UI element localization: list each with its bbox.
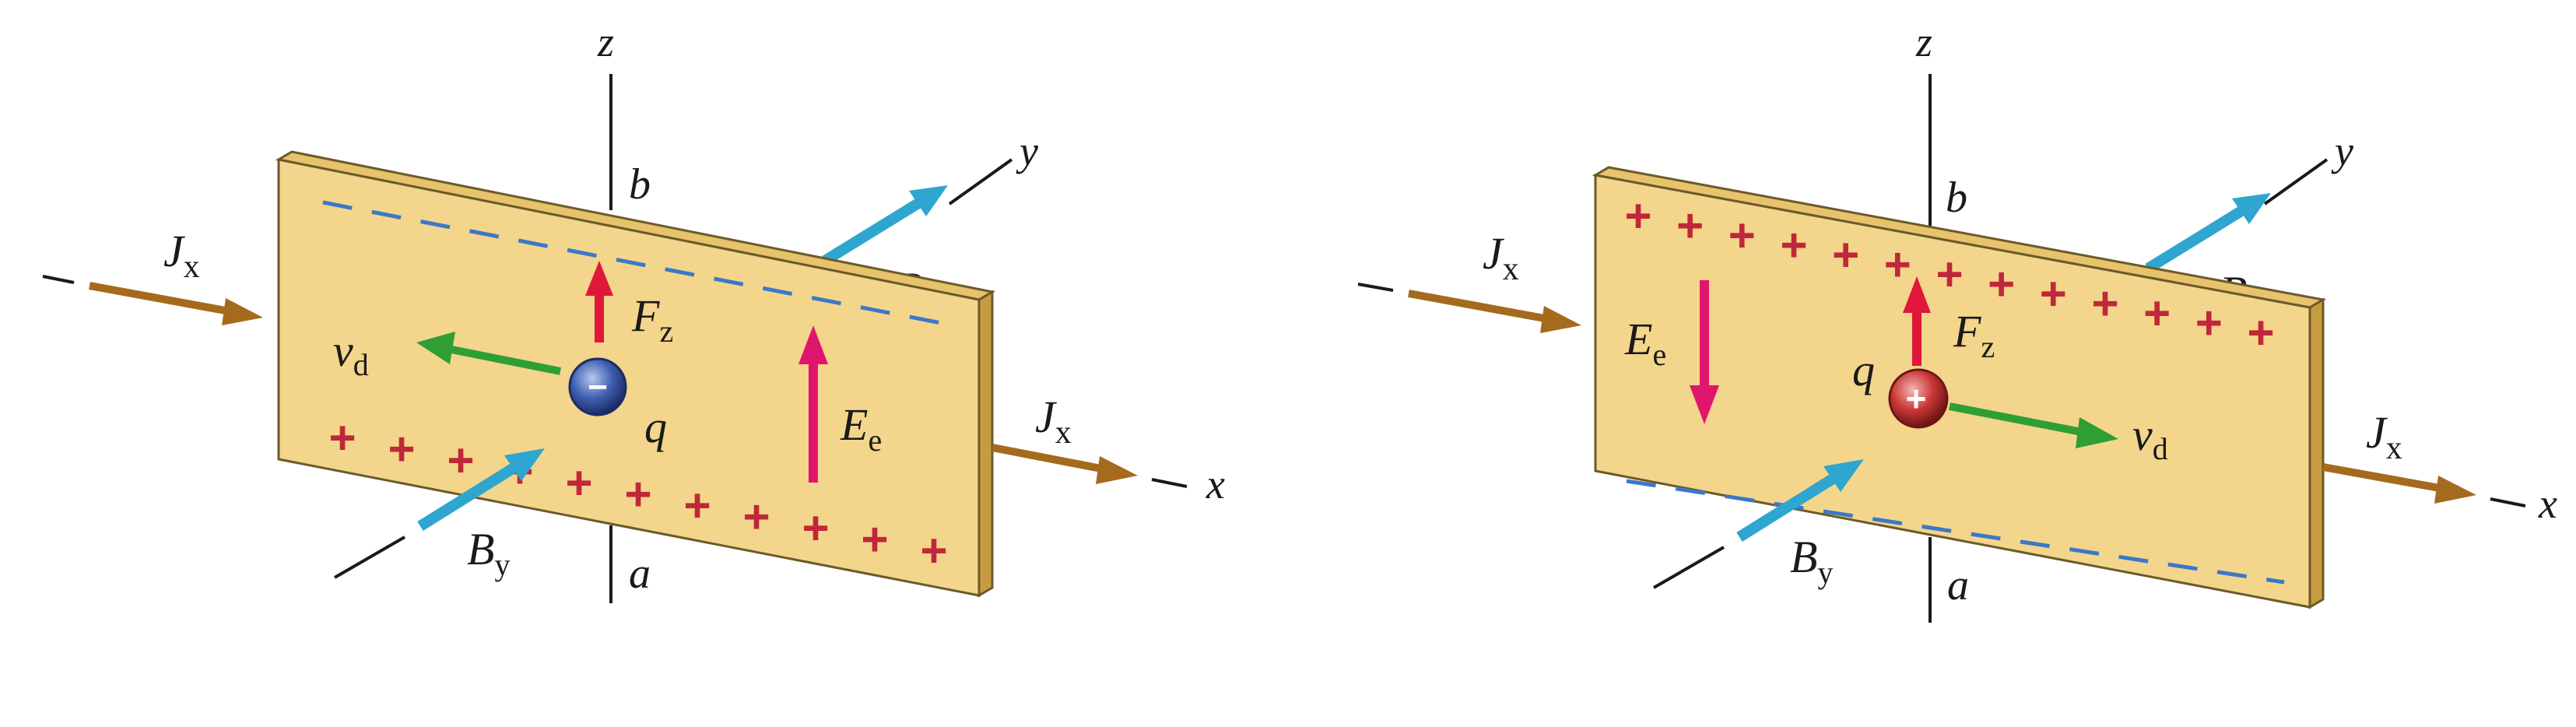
top-edge-plus-sign: + [2143, 287, 2171, 339]
current-arrowhead-in-right [1540, 306, 1581, 333]
bottom-edge-plus-sign: + [683, 479, 711, 532]
y-axis-label-right: y [2331, 128, 2353, 174]
drift-label-right: vd [2132, 409, 2168, 466]
current-label-out-right: Jx [2366, 407, 2402, 466]
top-edge-plus-sign: + [1936, 248, 1963, 300]
efield-label-right: Ee [1624, 314, 1666, 372]
y-axis-near-right [1652, 546, 1725, 589]
b-field-label-front-right: By [1790, 532, 1833, 590]
current-arrowhead-in [222, 298, 263, 325]
bottom-edge-plus-sign: + [742, 491, 770, 543]
current-axis-in-right [1357, 283, 1394, 292]
plus-row-top: + + + + + + + + + + + + + [1624, 190, 2274, 359]
x-axis-label-right: x [2538, 480, 2557, 527]
y-axis-label: y [1016, 128, 1038, 174]
plate-face-right [1594, 174, 2311, 609]
charge-sign: − [588, 368, 608, 406]
charge-sign-right: + [1906, 378, 1927, 419]
drift-arrow-shaft-right [1949, 402, 2086, 437]
b-field-arrowhead-front [504, 448, 545, 481]
b-field-arrow-back [822, 196, 925, 265]
b-field-arrow-back-right [2145, 204, 2248, 273]
right-panel: z y By +++++++++++++ − − − − − − − − b E… [1357, 19, 2557, 623]
force-arrowhead-right [1903, 276, 1931, 313]
x-axis-label: x [1206, 461, 1225, 507]
top-edge-plus-sign: + [1988, 258, 2015, 311]
a-edge-label: a [629, 550, 651, 598]
a-edge-label-right: a [1947, 561, 1969, 609]
left-panel: z y By − − − − − − − − +++++++++++ b Fz … [42, 19, 1225, 603]
current-arrow-out-shaft [991, 444, 1106, 473]
z-axis-label: z [597, 19, 614, 65]
bottom-edge-plus-sign: + [328, 412, 356, 464]
top-edge-plus-sign: + [1780, 220, 1807, 272]
minus-row-bottom [1626, 479, 2285, 585]
bottom-edge-plus-sign: + [624, 469, 651, 521]
b-field-label-front: By [467, 524, 510, 582]
plate-side-edge [977, 290, 994, 598]
current-arrow-in-shaft-right [1408, 290, 1549, 323]
bottom-edge-plus-sign: + [565, 457, 592, 509]
plate-side-edge-right [2308, 297, 2325, 609]
plate-face [277, 158, 981, 597]
top-edge-plus-sign: + [1624, 190, 1651, 242]
plus-row-bottom: +++++++++++ [328, 412, 947, 577]
charge-label: q [644, 402, 667, 452]
bottom-edge-plus-sign: + [802, 502, 829, 554]
force-label: Fz [631, 290, 673, 349]
b-field-arrowhead-back-right [2232, 193, 2271, 224]
top-edge-plus-sign: + [2091, 278, 2118, 330]
current-arrow-out-shaft-right [2322, 463, 2444, 493]
y-axis-near [333, 536, 406, 579]
y-axis-far-right [2263, 158, 2329, 205]
top-edge-plus-sign: + [1728, 209, 1756, 262]
b-field-arrowhead-back [909, 185, 948, 216]
b-field-arrowhead-front-right [1823, 459, 1864, 492]
b-edge-label-right: b [1946, 174, 1967, 222]
top-edge-plus-sign: + [2040, 268, 2067, 320]
y-axis-far [948, 158, 1013, 205]
current-label-in: Jx [163, 226, 200, 285]
force-label-right: Fz [1953, 306, 1995, 364]
current-arrow-in-shaft [89, 282, 230, 315]
charge-label-right: q [1852, 345, 1875, 395]
positive-charge [1888, 368, 1949, 429]
current-axis-in [42, 275, 75, 284]
bottom-edge-plus-sign: + [861, 514, 888, 566]
b-field-arrow-front [417, 461, 521, 531]
b-edge-label: b [629, 160, 651, 209]
efield-arrowhead [798, 325, 828, 364]
x-axis-right [2490, 497, 2526, 507]
top-edge-plus-sign: + [2247, 307, 2274, 359]
bottom-edge-plus-sign: + [447, 434, 474, 486]
top-edge-plus-sign: + [1884, 239, 1911, 291]
drift-arrowhead-right [2076, 417, 2118, 448]
minus-row-top [322, 200, 954, 328]
b-field-arrow-front-right [1736, 472, 1840, 542]
efield-label: Ee [840, 399, 882, 458]
x-axis [1151, 478, 1188, 488]
force-arrowhead [585, 261, 613, 296]
drift-label: vd [333, 325, 369, 382]
current-label-in-right: Jx [1483, 228, 1519, 287]
top-edge-plus-sign: + [2195, 297, 2223, 349]
current-arrowhead-out-right [2434, 476, 2476, 504]
drift-arrow-shaft [447, 345, 561, 375]
bottom-edge-plus-sign: + [388, 423, 415, 476]
top-edge-plus-sign: + [1676, 200, 1704, 252]
bottom-edge-plus-sign: + [920, 525, 947, 577]
drift-arrowhead [416, 332, 455, 364]
current-arrowhead-out [1096, 456, 1138, 484]
top-edge-plus-sign: + [1832, 229, 1859, 281]
z-axis-label-right: z [1915, 19, 1932, 65]
current-label-out: Jx [1035, 392, 1072, 451]
efield-arrowhead-right [1690, 385, 1719, 424]
negative-charge [568, 357, 627, 416]
